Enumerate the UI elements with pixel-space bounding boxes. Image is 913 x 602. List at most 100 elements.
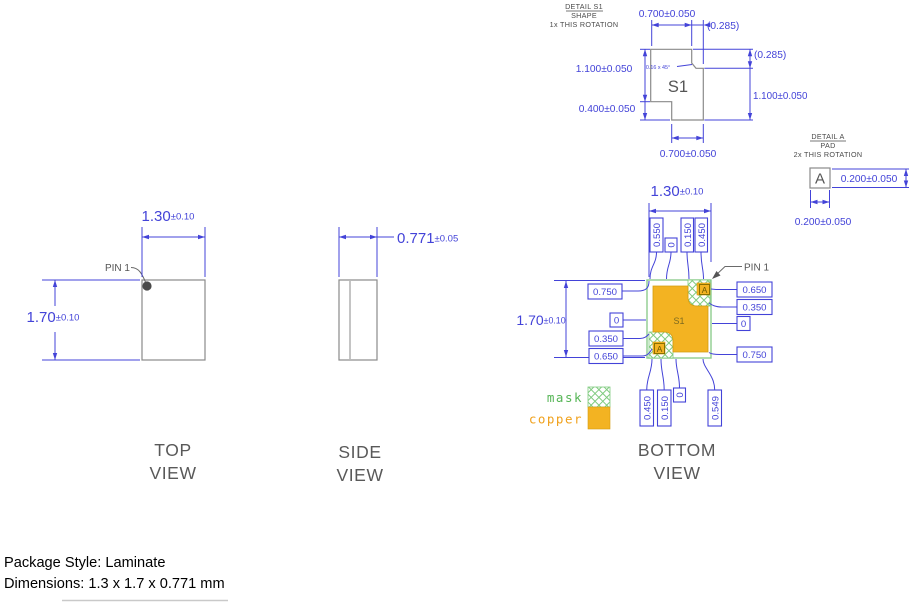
leader-line — [623, 348, 653, 357]
dim-bottom-view-width: 1.30±0.10 — [651, 183, 704, 200]
leader-line — [675, 358, 680, 389]
detail-a-pad-label: A — [815, 171, 825, 188]
top-view-pin1-label: PIN 1 — [105, 263, 130, 274]
measure-label: 0 — [614, 316, 619, 327]
leader-line — [666, 251, 672, 280]
arrowhead — [142, 234, 149, 240]
dim-bottom-view-height: 1.70±0.10 — [516, 312, 565, 328]
top-view-title-line1: TOP — [154, 440, 191, 460]
pin1-marker-dot — [142, 281, 152, 291]
side-view-body-outline — [338, 279, 378, 361]
measure-label: 0.550 — [652, 223, 663, 247]
pad-a-bottom-left-labelbox — [654, 343, 665, 354]
arrowhead — [563, 350, 569, 357]
dim-value: 1.30 — [142, 208, 171, 225]
arrowhead — [747, 49, 753, 57]
arrowhead — [903, 180, 909, 188]
arrowhead — [52, 353, 58, 360]
arrowhead — [52, 280, 58, 287]
leader-line — [649, 251, 657, 280]
leader-line — [700, 251, 704, 280]
arrowhead — [642, 94, 648, 102]
top-view-title-line2: VIEW — [149, 463, 196, 483]
measure-label: 0.750 — [742, 350, 766, 361]
dim-s1-top-offset-ref: (0.285) — [707, 21, 739, 32]
measure-label: 0.549 — [710, 396, 721, 420]
dim-tolerance: ±0.10 — [544, 316, 566, 326]
side-view-title-line2: VIEW — [336, 465, 383, 485]
arrowhead — [651, 22, 659, 28]
detail-a-rotation-note: 2x THIS ROTATION — [794, 150, 863, 159]
arrowhead — [704, 208, 711, 214]
leader-line — [623, 333, 650, 339]
legend-copper-swatch — [587, 406, 611, 430]
dim-tolerance: ±0.10 — [56, 313, 80, 324]
measure-label: 0.150 — [683, 223, 694, 247]
dim-s1-bottom-width: 0.700±0.050 — [660, 149, 717, 160]
leader-line — [622, 280, 650, 292]
detail-a: DETAIL A PAD 2x THIS ROTATION A 0.200±0.… — [794, 132, 909, 228]
measure-label: 0.350 — [742, 303, 766, 314]
arrowhead — [696, 135, 704, 141]
arrowhead — [339, 234, 346, 240]
detail-s1-shape — [650, 48, 704, 121]
bottom-view: 1.30±0.10 1.70±0.10 S1 A A PIN 1 0.550 — [516, 183, 773, 483]
dim-s1-right-step-ref: (0.285) — [754, 50, 786, 61]
measure-label: 0.150 — [660, 396, 671, 420]
detail-s1-chamfer-note: 0.16 x 45° — [646, 65, 670, 71]
copper-region-s1 — [652, 285, 709, 353]
bottom-view-title-line2: VIEW — [653, 463, 700, 483]
arrowhead — [649, 208, 656, 214]
dim-a-height: 0.200±0.050 — [841, 174, 898, 185]
leader-line — [708, 352, 737, 355]
legend-copper-label: copper — [529, 412, 583, 427]
measure-label: 0.750 — [593, 287, 617, 298]
arrowhead — [822, 199, 830, 205]
arrowhead — [810, 199, 818, 205]
measure-label: 0.450 — [697, 223, 708, 247]
detail-s1-title: DETAIL S1 — [565, 2, 603, 11]
footer-dimensions: Dimensions: 1.3 x 1.7 x 0.771 mm — [4, 576, 225, 592]
leader-line — [646, 358, 653, 391]
measure-label: 0.450 — [642, 396, 653, 420]
dim-value: 1.30 — [651, 183, 680, 200]
pin1-leader-arrowhead — [712, 271, 721, 279]
arrowhead — [198, 234, 205, 240]
dim-side-view-thickness: 0.771±0.05 — [397, 230, 458, 247]
bottom-view-title-line1: BOTTOM — [638, 440, 716, 460]
measure-label: 0 — [675, 392, 686, 397]
dim-top-view-height: 1.70±0.10 — [27, 309, 80, 326]
dim-s1-bottom-step: 0.400±0.050 — [579, 104, 636, 115]
dim-value: 1.70 — [516, 312, 543, 328]
detail-a-subtitle: PAD — [820, 141, 835, 150]
detail-a-title: DETAIL A — [811, 132, 844, 141]
arrowhead — [684, 22, 692, 28]
dim-s1-right-height: 1.100±0.050 — [753, 91, 808, 102]
top-view-body-outline — [141, 279, 206, 361]
pin1-leader-line — [130, 267, 146, 283]
pad-a-bottom-left-label: A — [657, 344, 663, 354]
detail-s1-shape-label: S1 — [668, 78, 688, 96]
detail-s1: DETAIL S1 SHAPE 1x THIS ROTATION S1 0.16… — [550, 2, 808, 160]
arrowhead — [903, 169, 909, 176]
leader-line — [702, 358, 716, 391]
arrowhead — [642, 49, 648, 57]
dim-value: 0.771 — [397, 230, 435, 247]
dim-tolerance: ±0.10 — [680, 187, 704, 198]
arrowhead — [747, 113, 753, 120]
leader-line — [708, 302, 737, 308]
measure-label: 0.650 — [594, 352, 618, 363]
copper-s1-label: S1 — [673, 316, 684, 326]
pad-a-top-right-labelbox — [699, 284, 710, 295]
dim-s1-left-height: 1.100±0.050 — [576, 64, 633, 75]
pad-a-top-right-label: A — [702, 285, 708, 295]
arrowhead — [671, 135, 679, 141]
dim-top-view-width: 1.30±0.10 — [142, 208, 195, 225]
dim-a-width: 0.200±0.050 — [795, 217, 852, 228]
side-view-title-line1: SIDE — [338, 442, 381, 462]
legend-mask-swatch — [587, 386, 611, 408]
dim-tolerance: ±0.05 — [435, 234, 459, 245]
dim-tolerance: ±0.10 — [171, 212, 195, 223]
arrowhead — [703, 22, 711, 28]
